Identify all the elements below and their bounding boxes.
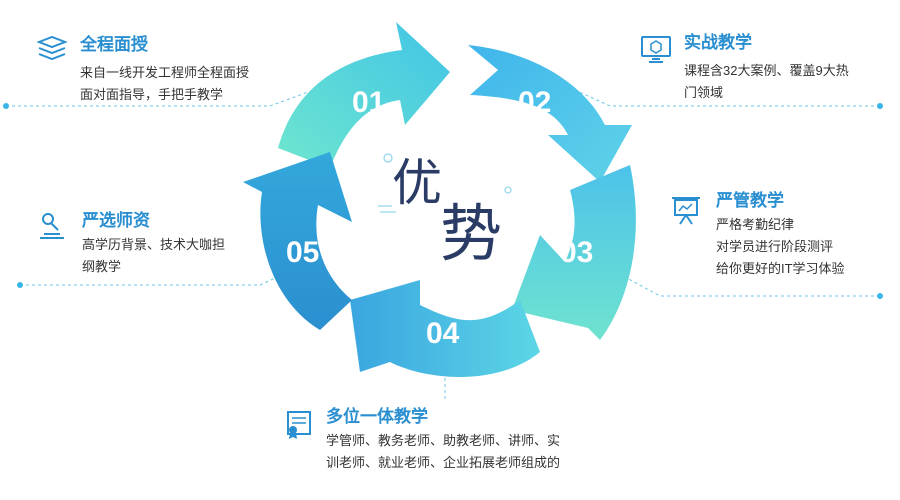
feature-title: 实战教学 xyxy=(684,33,752,52)
segment-02-number: 02 xyxy=(518,86,551,119)
feature-title: 严管教学 xyxy=(716,191,784,210)
center-decoration xyxy=(378,153,512,213)
feature-title: 严选师资 xyxy=(82,211,150,230)
books-stack-icon xyxy=(36,35,68,61)
segment-05-arrow xyxy=(243,152,352,330)
feature-desc: 来自一线开发工程师全程面授 面对面指导，手把手教学 xyxy=(80,65,250,102)
segment-04-number: 04 xyxy=(426,317,460,350)
microscope-icon xyxy=(40,213,64,239)
segment-01-arrow xyxy=(278,22,450,168)
presentation-board-icon xyxy=(672,197,700,225)
feature-desc: 高学历背景、技术大咖担 纲教学 xyxy=(82,237,226,274)
segment-03-number: 03 xyxy=(560,236,593,269)
segment-04-arrow xyxy=(350,280,540,377)
segment-01-number: 01 xyxy=(352,86,385,119)
segment-02-arrow xyxy=(468,45,632,182)
feature-title: 全程面授 xyxy=(80,35,148,54)
center-char-1: 优 xyxy=(392,154,442,212)
feature-desc: 学管师、教务老师、助教老师、讲师、实 训老师、就业老师、企业拓展老师组成的 xyxy=(326,433,561,470)
certificate-scroll-icon xyxy=(287,411,311,439)
feature-title: 多位一体教学 xyxy=(326,407,428,426)
feature-desc: 严格考勤纪律 对学员进行阶段测评 给你更好的IT学习体验 xyxy=(716,217,845,276)
segment-03-arrow xyxy=(512,165,636,340)
center-char-2: 势 xyxy=(440,197,502,270)
computer-cube-icon xyxy=(641,36,671,63)
segment-05-number: 05 xyxy=(286,236,319,269)
feature-desc: 课程含32大案例、覆盖9大热 门领域 xyxy=(684,63,849,100)
